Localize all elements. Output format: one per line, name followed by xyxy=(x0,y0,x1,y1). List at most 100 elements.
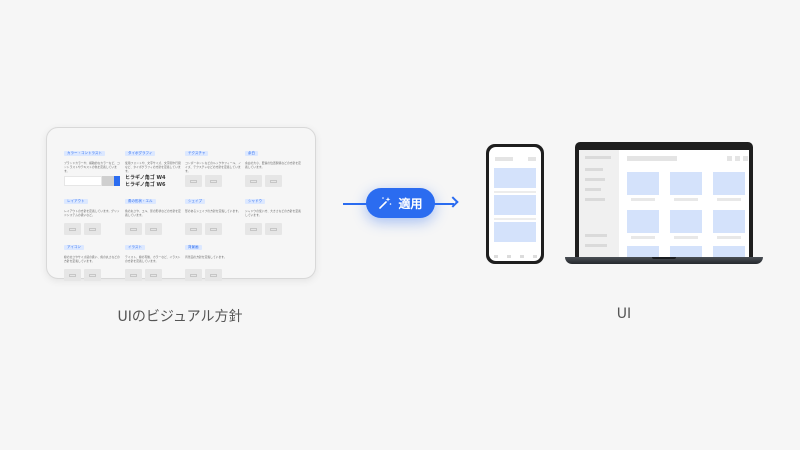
laptop-content-card xyxy=(627,210,659,233)
tab-icon xyxy=(493,254,498,258)
example-thumbnail xyxy=(125,269,142,281)
section-description: コンポーネントなどのルックやフィール、ノイズ、テクスチャなどの方針を定義していま… xyxy=(185,161,241,173)
example-thumbnail xyxy=(205,223,222,235)
example-thumbnail xyxy=(205,269,222,281)
image-placeholder-icon xyxy=(190,273,197,277)
sidebar-line xyxy=(585,188,601,191)
smartphone-mockup xyxy=(486,144,544,264)
example-thumbnails xyxy=(125,269,181,281)
image-placeholder-icon xyxy=(270,227,277,231)
section-description: テイスト、線の有無、カラーなど、イラストの方針を定義しています。 xyxy=(125,255,181,263)
toolbar-icon xyxy=(735,156,740,161)
section-label: テクスチャ xyxy=(185,151,209,156)
laptop-mockup xyxy=(575,142,753,257)
image-placeholder-icon xyxy=(270,179,277,183)
example-thumbnail xyxy=(265,175,282,187)
example-thumbnail xyxy=(64,223,81,235)
laptop-content-line xyxy=(631,198,655,201)
example-thumbnails xyxy=(125,223,181,235)
example-thumbnails xyxy=(64,223,120,235)
apply-button[interactable]: 適用 xyxy=(366,188,435,218)
phone-header-action xyxy=(528,157,536,161)
laptop-content-card xyxy=(713,246,745,257)
phone-content-card xyxy=(494,195,536,215)
image-placeholder-icon xyxy=(210,273,217,277)
section-label: レイアウト xyxy=(64,199,88,204)
image-placeholder-icon xyxy=(89,273,96,277)
image-placeholder-icon xyxy=(130,227,137,231)
swatch-blue xyxy=(114,176,120,186)
ui-caption: UI xyxy=(616,306,632,322)
sidebar-line xyxy=(585,178,605,181)
example-thumbnails xyxy=(185,175,241,187)
section-description: 角の丸さや、エル、影の形状などの方針を定義しています。 xyxy=(125,209,181,217)
example-thumbnails xyxy=(245,175,301,187)
guideline-section-typography: タイポグラフィ 使用フォントや、文字サイズ、文字間や行間など、タイポグラフィの方… xyxy=(125,139,181,189)
section-label: カラー・コントラスト xyxy=(64,151,105,156)
image-placeholder-icon xyxy=(250,227,257,231)
swatch-gray xyxy=(102,176,114,186)
guideline-section-layout: レイアウト レイアウトの方針を定義しています。グリッドシステムの扱いなど。 xyxy=(64,187,120,235)
arrow-right-icon xyxy=(447,196,459,208)
laptop-screen xyxy=(579,150,749,257)
example-thumbnail xyxy=(265,223,282,235)
example-thumbnails xyxy=(185,223,241,235)
example-thumbnail xyxy=(84,269,101,281)
example-thumbnail xyxy=(205,175,222,187)
tab-icon xyxy=(519,254,524,258)
laptop-content-line xyxy=(674,236,698,239)
section-description: 形のあるシェイプの方針を定義しています。 xyxy=(185,209,241,213)
section-label: シャドウ xyxy=(245,199,265,204)
section-description: レイアウトの方針を定義しています。グリッドシステムの扱いなど。 xyxy=(64,209,120,217)
image-placeholder-icon xyxy=(69,227,76,231)
section-label: タイポグラフィ xyxy=(125,151,156,156)
guideline-section-spacing: 余白 余白の大小、要素の位置関係などの方針を定義しています。 xyxy=(245,139,301,187)
example-thumbnails xyxy=(64,269,120,281)
image-placeholder-icon xyxy=(150,227,157,231)
example-thumbnail xyxy=(245,223,262,235)
phone-header-bar xyxy=(495,157,513,161)
phone-tab-bar xyxy=(489,251,541,261)
tab-icon xyxy=(532,254,537,258)
guideline-caption: UIのビジュアル方針 xyxy=(117,309,243,325)
phone-content-line xyxy=(494,218,536,220)
guideline-section-shape: シェイプ 形のあるシェイプの方針を定義しています。 xyxy=(185,187,241,235)
example-thumbnail xyxy=(84,223,101,235)
tab-icon xyxy=(506,254,511,258)
section-description: 線の太さやサイズ感の扱い、角の丸さなどの方針を定義しています。 xyxy=(64,255,120,263)
section-label: 角の形状・エル xyxy=(125,199,156,204)
guideline-section-shadow: シャドウ シャドウの使い方、大きさなどの方針を定義しています。 xyxy=(245,187,301,235)
phone-content-card xyxy=(494,168,536,188)
laptop-content-line xyxy=(674,198,698,201)
toolbar-icon xyxy=(727,156,732,161)
section-label: イラスト xyxy=(125,245,145,250)
laptop-content-card xyxy=(627,246,659,257)
laptop-notch xyxy=(652,257,676,259)
laptop-content-line xyxy=(717,198,741,201)
laptop-content-card xyxy=(713,210,745,233)
example-thumbnail xyxy=(245,175,262,187)
phone-content-line xyxy=(494,191,536,193)
guideline-section-corners: 角の形状・エル 角の丸さや、エル、影の形状などの方針を定義しています。 xyxy=(125,187,181,235)
guideline-section-texture: テクスチャ コンポーネントなどのルックやフィール、ノイズ、テクスチャなどの方針を… xyxy=(185,139,241,187)
image-placeholder-icon xyxy=(69,273,76,277)
sidebar-line xyxy=(585,168,603,171)
swatch-white xyxy=(64,176,102,186)
image-placeholder-icon xyxy=(190,227,197,231)
section-description: 使用フォントや、文字サイズ、文字間や行間など、タイポグラフィの方針を定義していま… xyxy=(125,161,181,173)
guideline-section-background: 背景画 背景画の方針を定義しています。 xyxy=(185,233,241,281)
image-placeholder-icon xyxy=(210,227,217,231)
example-thumbnail xyxy=(125,223,142,235)
type-sample-w4: ヒラギノ角ゴ W4 xyxy=(125,175,166,181)
section-description: 余白の大小、要素の位置関係などの方針を定義しています。 xyxy=(245,161,301,169)
image-placeholder-icon xyxy=(190,179,197,183)
image-placeholder-icon xyxy=(210,179,217,183)
sidebar-line xyxy=(585,234,607,237)
sidebar-line xyxy=(585,198,605,201)
example-thumbnails xyxy=(185,269,241,281)
apply-button-label: 適用 xyxy=(398,196,423,211)
section-description: ブランドカラーや、補助的なカラーなど、コントラストやテキストの色を定義しています… xyxy=(64,161,120,173)
image-placeholder-icon xyxy=(250,179,257,183)
laptop-title-bar xyxy=(627,156,677,161)
laptop-content-card xyxy=(670,172,702,195)
